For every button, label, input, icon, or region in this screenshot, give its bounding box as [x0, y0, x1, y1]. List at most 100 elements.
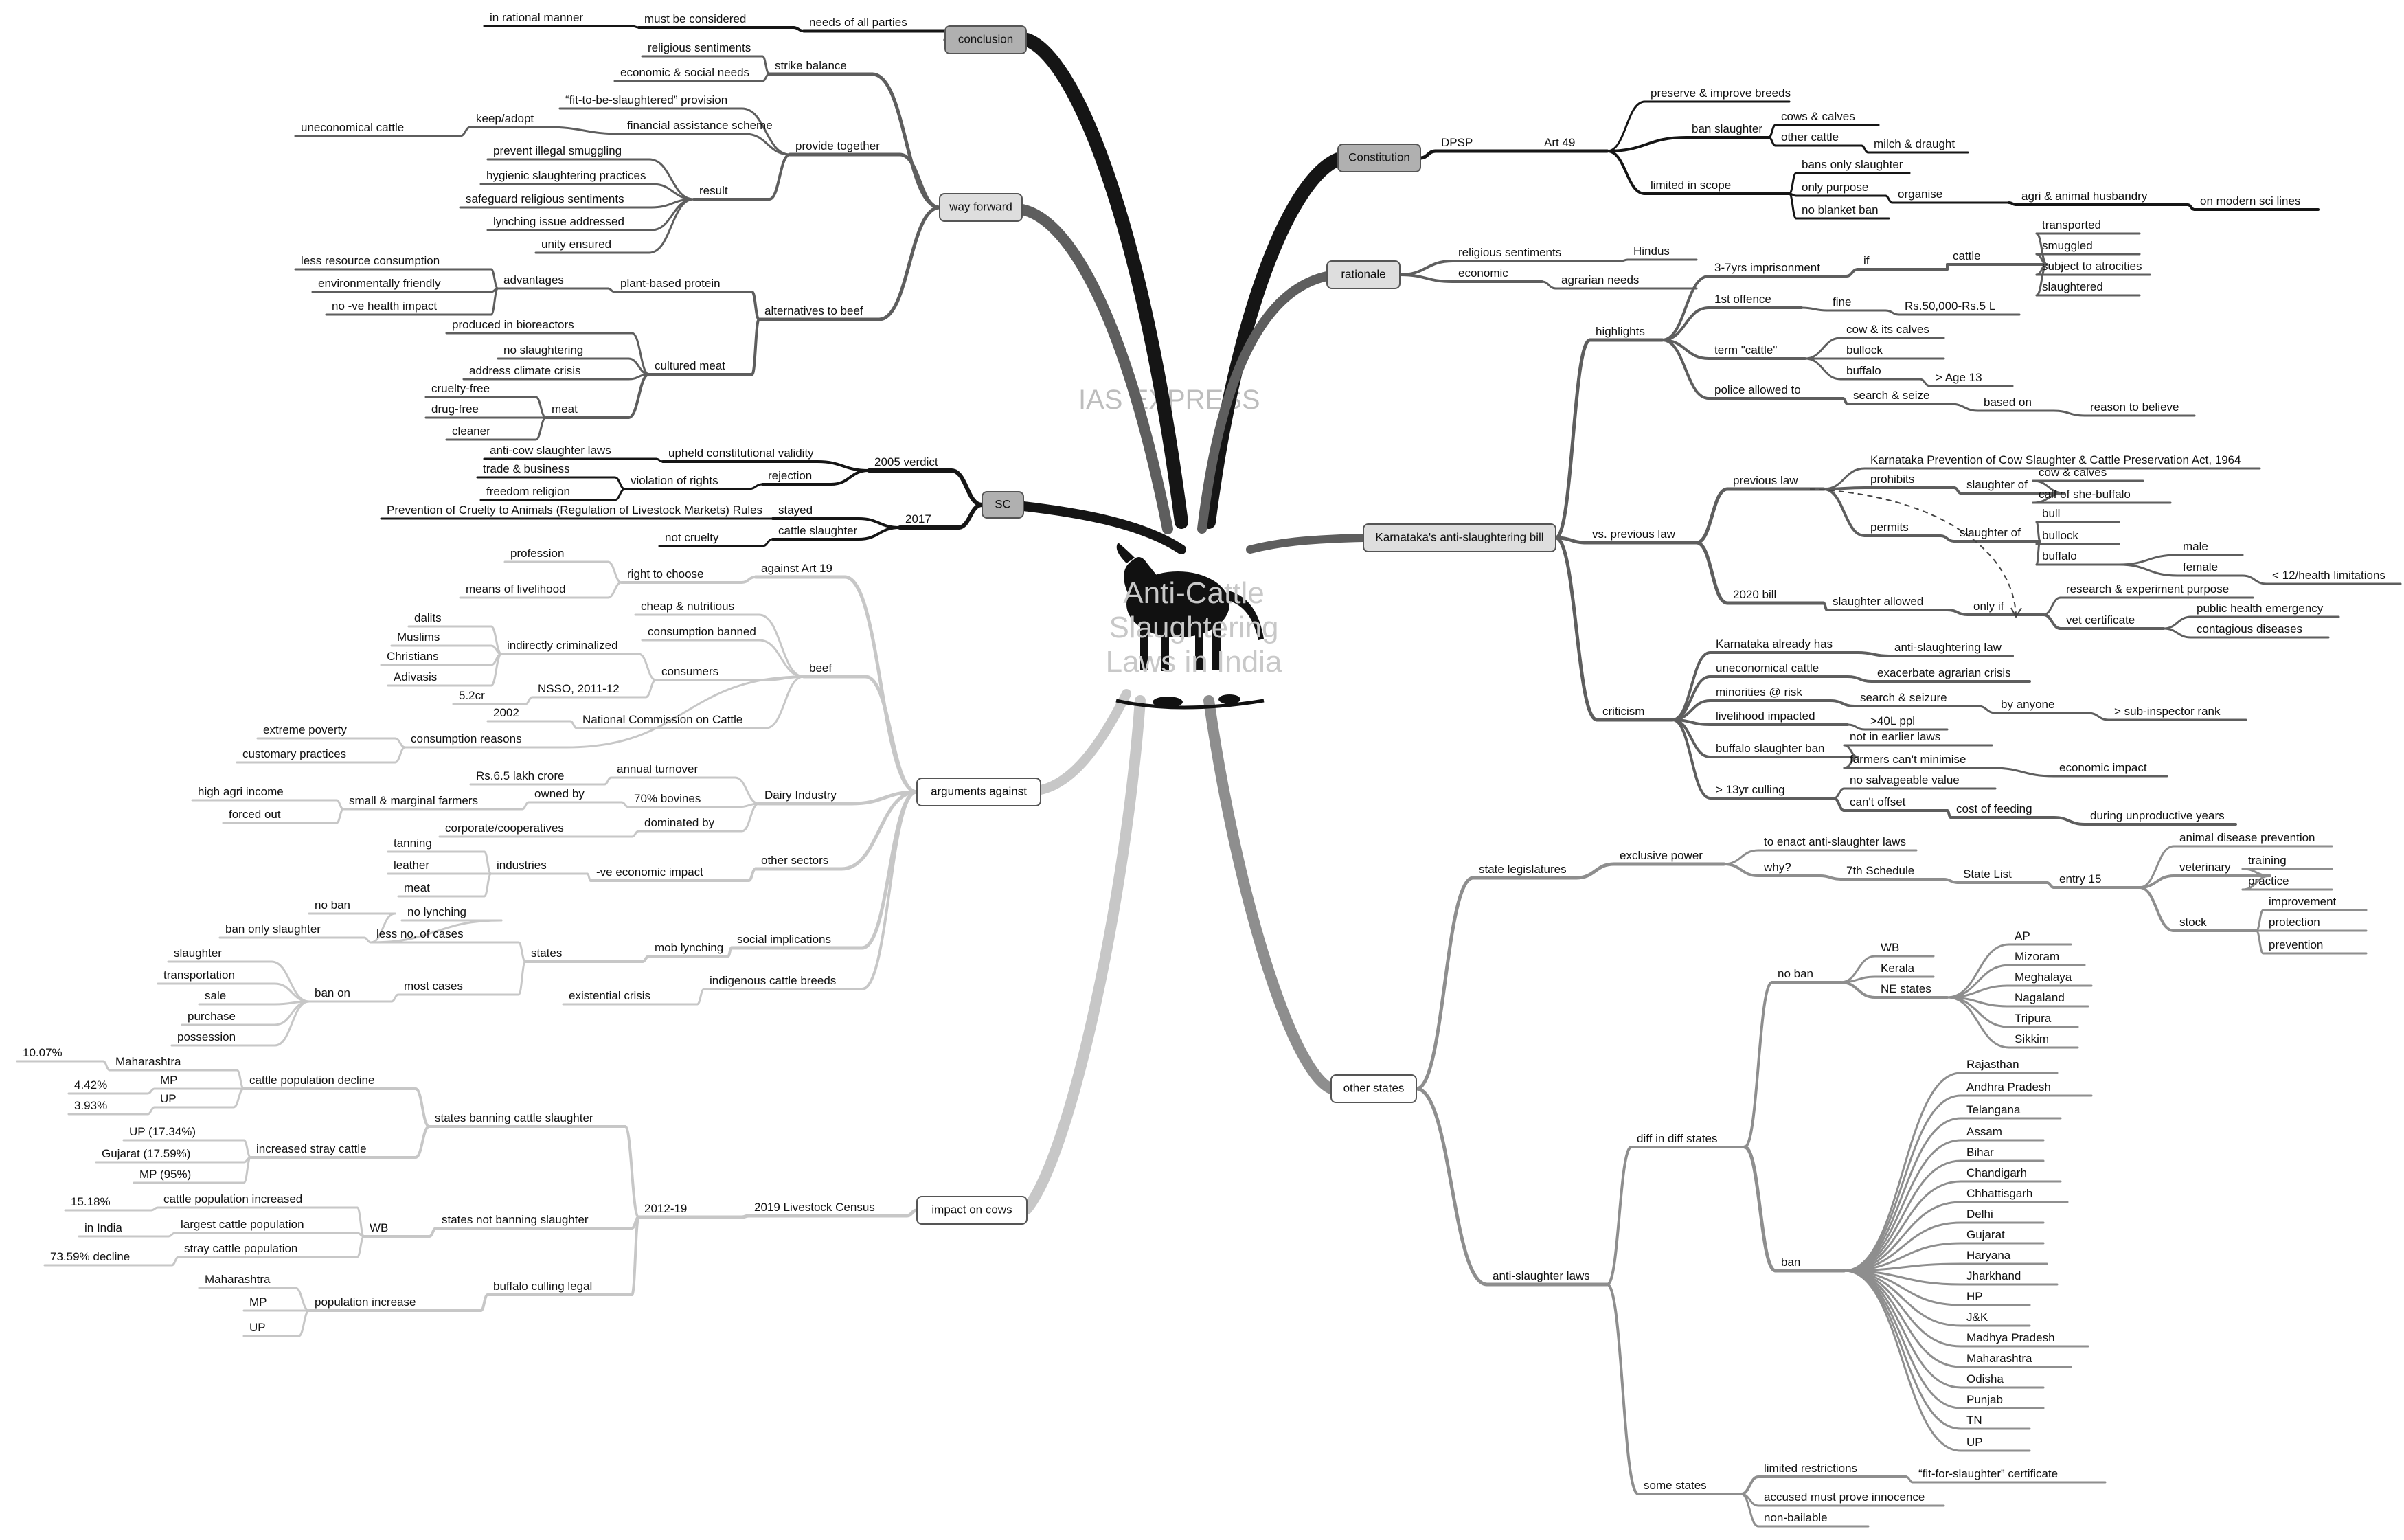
topic-chhattisgarh[interactable]: Chhattisgarh — [1966, 1187, 2032, 1200]
topic-states-ag[interactable]: states — [531, 947, 562, 960]
topic-states-not-banning[interactable]: states not banning slaughter — [442, 1213, 589, 1226]
topic-bull[interactable]: bull — [2042, 507, 2060, 520]
topic-research[interactable]: research & experiment purpose — [2066, 582, 2229, 596]
topic-veterinary[interactable]: veterinary — [2179, 861, 2231, 874]
topic-term-cattle[interactable]: term "cattle" — [1714, 343, 1777, 356]
topic-no-health[interactable]: no -ve health impact — [332, 299, 437, 313]
topic-freedom-religion[interactable]: freedom religion — [486, 485, 570, 498]
topic-cattle-increased[interactable]: cattle population increased — [163, 1192, 302, 1205]
box-constitution[interactable]: Constitution — [1337, 144, 1421, 172]
topic-means-livelihood[interactable]: means of livelihood — [466, 582, 566, 596]
topic-agri-husbandry[interactable]: agri & animal husbandry — [2021, 190, 2148, 203]
topic-rajasthan[interactable]: Rajasthan — [1966, 1058, 2019, 1071]
topic-culling13[interactable]: > 13yr culling — [1716, 783, 1785, 796]
topic-bans-only[interactable]: bans only slaughter — [1802, 158, 1903, 171]
topic-stock[interactable]: stock — [2179, 916, 2207, 929]
box-karnataka[interactable]: Karnataka's anti-slaughtering bill — [1363, 523, 1556, 552]
topic-not-cruelty[interactable]: not cruelty — [665, 531, 719, 544]
topic-advantages[interactable]: advantages — [503, 273, 564, 286]
topic-non-bailable[interactable]: non-bailable — [1764, 1511, 1828, 1524]
topic-christians[interactable]: Christians — [387, 650, 439, 663]
topic-y2012-19[interactable]: 2012-19 — [644, 1202, 687, 1215]
box-impact-cows[interactable]: impact on cows — [916, 1196, 1028, 1225]
topic-gujarat1759[interactable]: Gujarat (17.59%) — [102, 1147, 190, 1160]
topic-high-agri[interactable]: high agri income — [198, 785, 284, 798]
topic-decline7359[interactable]: 73.59% decline — [50, 1250, 130, 1263]
topic-lt12[interactable]: < 12/health limitations — [2272, 569, 2385, 582]
topic-prohibits[interactable]: prohibits — [1870, 473, 1914, 486]
topic-up1734[interactable]: UP (17.34%) — [129, 1125, 196, 1138]
topic-lynching-addr[interactable]: lynching issue addressed — [493, 215, 624, 228]
topic-prevention-cruelty[interactable]: Prevention of Cruelty to Animals (Regula… — [387, 503, 762, 517]
topic-nsso[interactable]: NSSO, 2011-12 — [538, 682, 620, 695]
topic-y2017[interactable]: 2017 — [905, 512, 931, 525]
topic-beef[interactable]: beef — [809, 661, 832, 675]
topic-wb-ic[interactable]: WB — [370, 1221, 388, 1234]
topic-uneconomical-c[interactable]: uneconomical cattle — [1716, 661, 1819, 675]
topic-industries[interactable]: industries — [497, 859, 547, 872]
topic-cow-calves-k[interactable]: cow & its calves — [1846, 323, 1929, 336]
topic-no-salvage[interactable]: no salvageable value — [1850, 773, 1960, 786]
topic-provide-together[interactable]: provide together — [795, 139, 880, 152]
topic-stray-pop[interactable]: stray cattle population — [184, 1242, 297, 1255]
topic-cattle-slaughter-sc[interactable]: cattle slaughter — [778, 524, 858, 537]
topic-result[interactable]: result — [699, 184, 728, 197]
topic-in-india[interactable]: in India — [84, 1221, 122, 1234]
topic-calf-buffalo[interactable]: calf of she-buffalo — [2039, 488, 2131, 501]
topic-rs50000[interactable]: Rs.50,000-Rs.5 L — [1905, 299, 1995, 313]
topic-religious-sent-wf[interactable]: religious sentiments — [648, 41, 751, 54]
topic-odisha[interactable]: Odisha — [1966, 1372, 2004, 1385]
topic-annual-turnover[interactable]: annual turnover — [617, 762, 698, 775]
topic-maharashtra-os[interactable]: Maharashtra — [1966, 1352, 2032, 1365]
topic-largest-pop[interactable]: largest cattle population — [181, 1218, 304, 1231]
topic-state-list[interactable]: State List — [1963, 868, 2012, 881]
topic-religious-r[interactable]: religious sentiments — [1458, 246, 1561, 259]
topic-dairy-industry[interactable]: Dairy Industry — [764, 789, 837, 802]
topic-permits[interactable]: permits — [1870, 521, 1909, 534]
topic-ban-only-ag[interactable]: ban only slaughter — [225, 922, 321, 936]
topic-anti-laws[interactable]: anti-slaughter laws — [1493, 1269, 1590, 1282]
topic-delhi[interactable]: Delhi — [1966, 1208, 1993, 1221]
topic-bovines70[interactable]: 70% bovines — [634, 792, 701, 805]
topic-slaughter-of-m[interactable]: slaughter of — [1960, 526, 2021, 539]
topic-bihar[interactable]: Bihar — [1966, 1146, 1994, 1159]
topic-trade-business[interactable]: trade & business — [483, 462, 570, 475]
topic-ban-on[interactable]: ban on — [315, 986, 350, 999]
topic-wb-os[interactable]: WB — [1881, 941, 1899, 954]
topic-consumption-banned[interactable]: consumption banned — [648, 625, 756, 638]
topic-search-seize[interactable]: search & seize — [1853, 389, 1930, 402]
topic-exclusive[interactable]: exclusive power — [1620, 849, 1703, 862]
topic-up-os[interactable]: UP — [1966, 1436, 1983, 1449]
topic-rs65[interactable]: Rs.6.5 lakh crore — [476, 769, 565, 782]
topic-search-seizure[interactable]: search & seizure — [1860, 691, 1947, 704]
topic-indigenous[interactable]: indigenous cattle breeds — [710, 974, 836, 987]
topic-ne-states[interactable]: NE states — [1881, 982, 1931, 995]
topic-buffalo-culling[interactable]: buffalo culling legal — [493, 1280, 592, 1293]
topic-stayed[interactable]: stayed — [778, 503, 813, 517]
topic-up-i[interactable]: UP — [249, 1321, 266, 1334]
topic-needs-parties[interactable]: needs of all parties — [809, 16, 907, 29]
topic-anti-law[interactable]: anti-slaughtering law — [1894, 641, 2002, 654]
topic-public-health[interactable]: public health emergency — [2197, 602, 2324, 615]
topic-cattle-decline[interactable]: cattle population decline — [249, 1074, 374, 1087]
topic-p1007[interactable]: 10.07% — [23, 1046, 63, 1059]
topic-cr52[interactable]: 5.2cr — [459, 689, 485, 702]
topic-cost-feeding[interactable]: cost of feeding — [1956, 802, 2032, 815]
topic-diff-states[interactable]: diff in diff states — [1637, 1132, 1718, 1145]
topic-modern-sci[interactable]: on modern sci lines — [2200, 194, 2300, 207]
topic-less-resource[interactable]: less resource consumption — [301, 254, 440, 267]
topic-assam[interactable]: Assam — [1966, 1125, 2002, 1138]
topic-drug-free[interactable]: drug-free — [431, 403, 479, 416]
topic-cheap-nutritious[interactable]: cheap & nutritious — [641, 600, 734, 613]
topic-reason-believe[interactable]: reason to believe — [2090, 400, 2179, 414]
topic-mp95[interactable]: MP (95%) — [139, 1168, 191, 1181]
topic-previous-law[interactable]: previous law — [1733, 474, 1798, 487]
topic-safeguard[interactable]: safeguard religious sentiments — [466, 192, 624, 205]
topic-p393[interactable]: 3.93% — [74, 1099, 107, 1112]
topic-states-banning[interactable]: states banning cattle slaughter — [435, 1111, 593, 1124]
topic-schedule7[interactable]: 7th Schedule — [1846, 864, 1914, 877]
topic-practice[interactable]: practice — [2248, 874, 2289, 887]
topic-protection[interactable]: protection — [2269, 916, 2320, 929]
box-sc[interactable]: SC — [982, 491, 1024, 519]
topic-indirectly-crim[interactable]: indirectly criminalized — [507, 639, 618, 652]
